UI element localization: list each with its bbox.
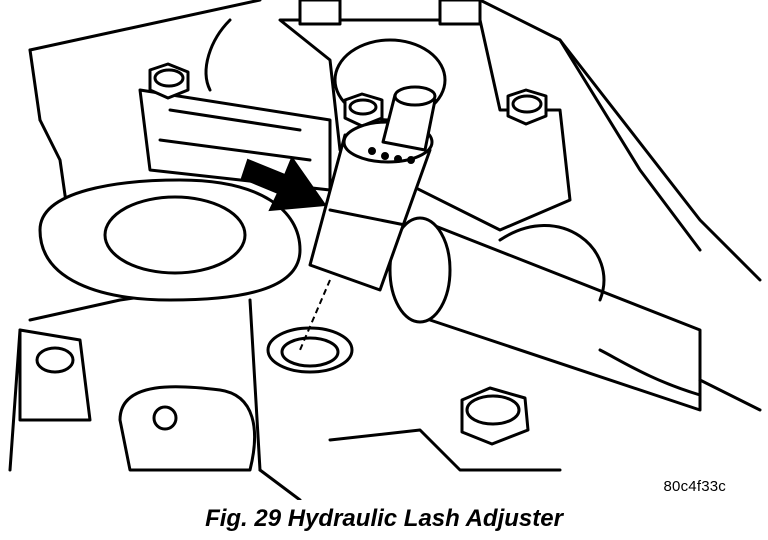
lower-bracket — [328, 378, 762, 472]
cylinder-head — [8, 0, 762, 500]
figure-reference-code: 80c4f33c — [663, 478, 726, 495]
bolt-bottom-right — [460, 386, 530, 446]
bolt-top-center — [343, 92, 384, 128]
bolt-top-left — [148, 62, 190, 100]
bolt-top-right — [506, 88, 548, 126]
lash-adjuster-illustration — [8, 0, 762, 500]
rocker-arm-left — [138, 18, 332, 192]
hydraulic-lash-adjuster — [308, 85, 437, 292]
figure-caption: Fig. 29 Hydraulic Lash Adjuster — [205, 505, 563, 532]
lower-housing — [18, 328, 257, 472]
valve-spring-seat — [38, 178, 302, 302]
pointer-arrow-icon — [240, 155, 327, 212]
bolt-top-studs — [298, 0, 482, 26]
adjuster-bore — [266, 279, 354, 374]
camshaft — [388, 216, 702, 412]
